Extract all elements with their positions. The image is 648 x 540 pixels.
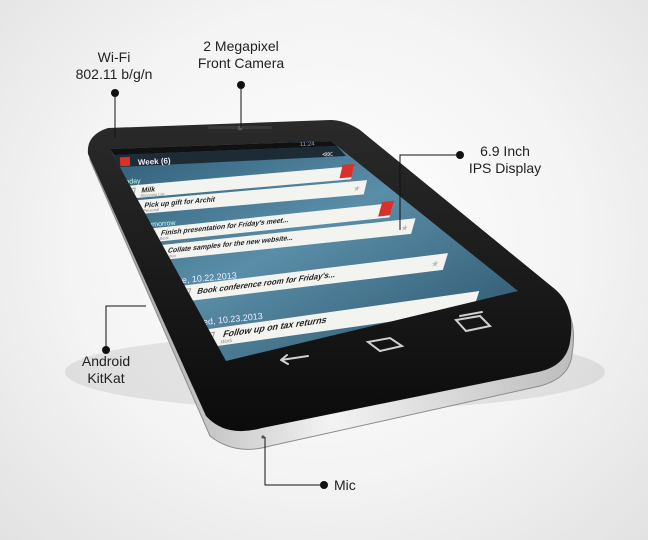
callout-camera-line1: 2 Megapixel xyxy=(203,38,279,54)
app-header xyxy=(114,146,346,167)
task-subtitle: Personal xyxy=(143,207,160,213)
flag-icon xyxy=(378,200,395,217)
callout-display-line1: 6.9 Inch xyxy=(480,143,530,159)
callout-wifi-line2: 802.11 b/g/n xyxy=(75,66,153,82)
star-icon[interactable]: ★ xyxy=(430,257,441,269)
home-icon[interactable] xyxy=(365,336,405,353)
callout-camera: 2 Megapixel Front Camera xyxy=(185,38,297,72)
star-icon[interactable]: ★ xyxy=(400,222,410,233)
flag-icon xyxy=(339,163,355,179)
share-icon[interactable]: ⋘ xyxy=(322,149,334,159)
callout-android-line2: KitKat xyxy=(87,370,125,386)
callout-android: Android KitKat xyxy=(70,353,142,387)
callout-lines xyxy=(105,86,459,486)
screen-content: 11:24 Week (6) ⋘ Today Milk Shopping Lis… xyxy=(110,141,480,350)
task-subtitle: Work xyxy=(159,235,171,241)
front-camera xyxy=(237,125,243,131)
callout-display-line2: IPS Display xyxy=(468,160,542,176)
back-icon[interactable] xyxy=(280,354,309,365)
status-bar xyxy=(110,141,337,155)
task-title: Milk xyxy=(141,185,156,194)
callout-mic: Mic xyxy=(334,477,374,494)
app-logo-icon xyxy=(119,156,131,167)
task-subtitle: Shopping List xyxy=(140,191,166,198)
callout-wifi: Wi-Fi 802.11 b/g/n xyxy=(66,49,162,83)
task-subtitle: Work xyxy=(220,338,234,346)
callout-dots xyxy=(102,81,464,489)
recents-icon[interactable] xyxy=(454,311,493,333)
star-icon[interactable]: ★ xyxy=(352,184,361,194)
section-today: Today xyxy=(122,178,142,186)
header-title: Week (6) xyxy=(138,156,172,167)
callout-wifi-line1: Wi-Fi xyxy=(97,49,131,65)
callout-display: 6.9 Inch IPS Display xyxy=(462,143,548,177)
callout-mic-line1: Mic xyxy=(334,477,356,493)
task-row[interactable]: Milk Shopping List xyxy=(121,163,355,200)
mic-hole xyxy=(261,435,265,439)
section-tomorrow: Tomorrow xyxy=(145,220,177,229)
nav-bar xyxy=(280,311,493,365)
task-subtitle: Inbox xyxy=(166,253,178,259)
callout-android-line1: Android xyxy=(81,353,131,369)
callout-camera-line2: Front Camera xyxy=(197,55,285,71)
status-time: 11:24 xyxy=(300,141,315,148)
